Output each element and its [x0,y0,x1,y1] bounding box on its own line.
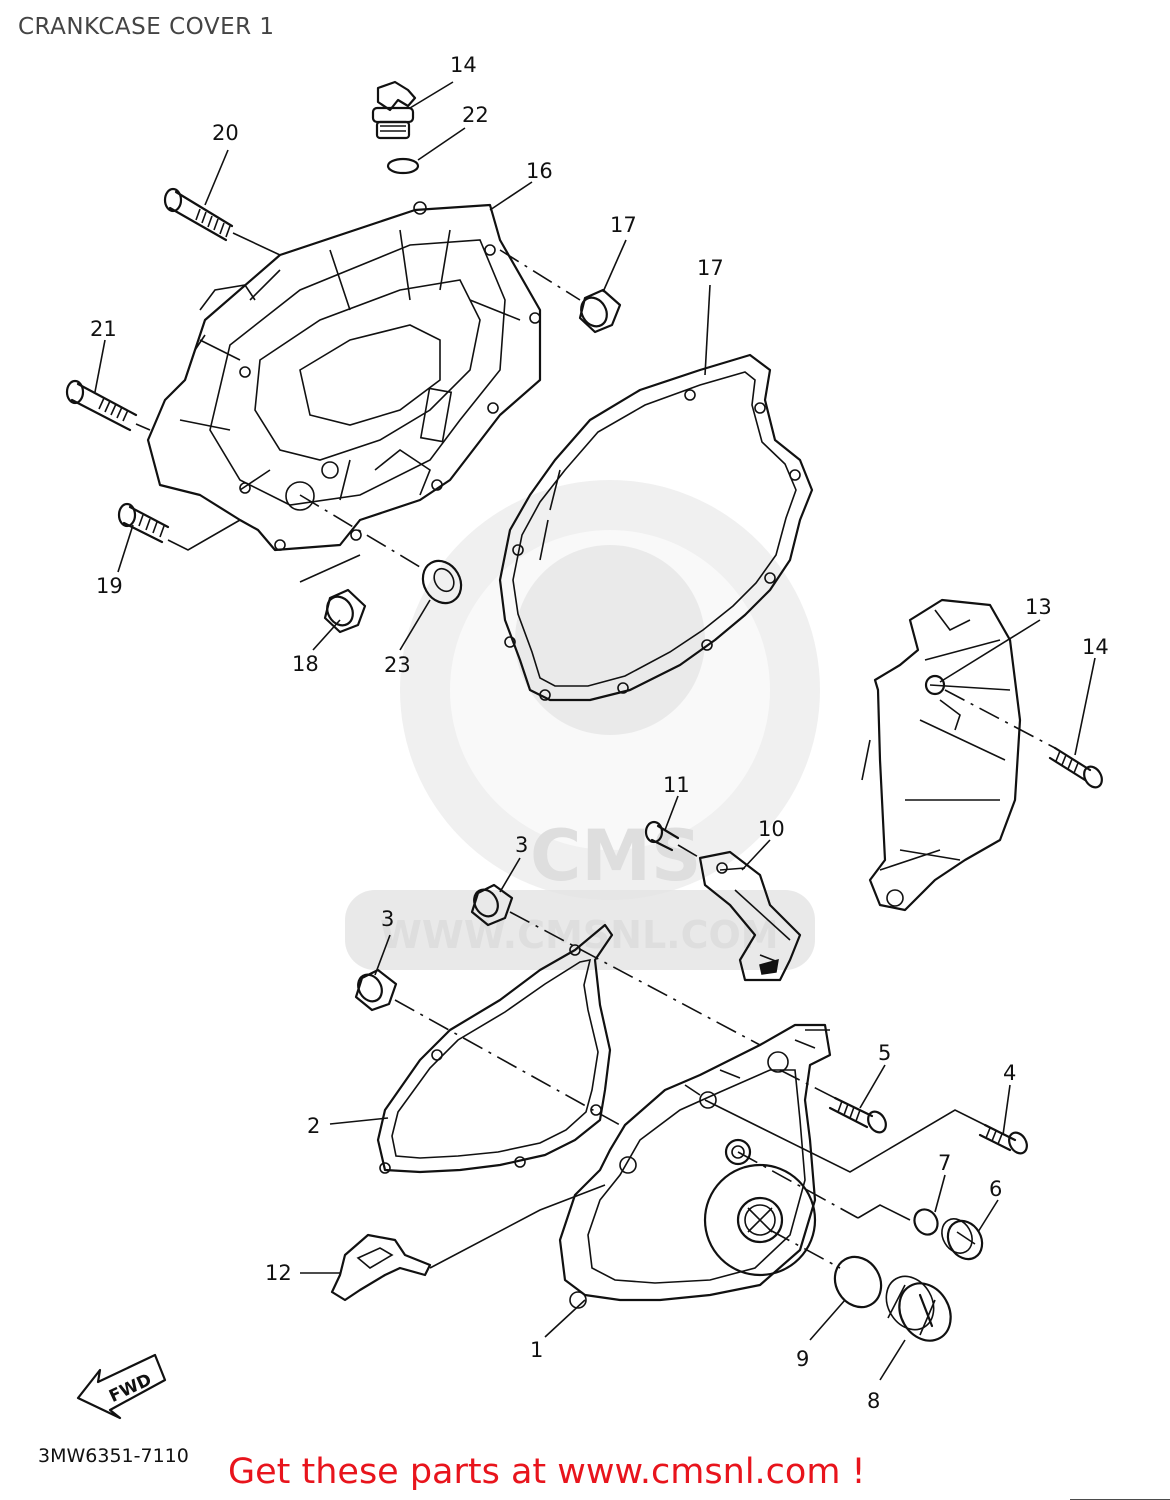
crankcase-cover-15 [146,201,542,552]
callout-8: 8 [867,1389,880,1413]
dowel-pin-3-lower [354,968,621,1126]
bolt-11 [644,820,701,859]
page-title: CRANKCASE COVER 1 [18,14,275,40]
dowel-pin-3-upper [470,883,761,1046]
buy-parts-banner[interactable]: Get these parts at www.cmsnl.com ! [228,1452,866,1492]
callout-5: 5 [878,1041,891,1065]
callout-3-lower: 3 [381,907,394,931]
diagram-code: 3MW6351-7110 [38,1445,189,1467]
callout-1: 1 [530,1338,543,1362]
bolt-5 [779,1069,887,1134]
cms-watermark: CMS WWW.CMSNL.COM [345,480,820,970]
dowel-pin-17-upper [499,249,622,334]
callout-16: 17 [697,256,724,280]
callout-3-upper: 3 [515,833,528,857]
bolt-20 [65,379,151,432]
callout-23: 23 [384,653,411,677]
callout-13: 13 [1025,595,1052,619]
callout-15: 16 [526,159,553,183]
bolt-18 [117,502,241,551]
bolt-14 [944,689,1103,789]
o-ring-9 [769,1229,883,1309]
oil-seal-23 [299,494,463,605]
callout-2: 2 [307,1114,320,1138]
bracket-12 [330,1184,606,1302]
callout-10: 10 [758,817,785,841]
callout-14: 14 [1082,635,1109,659]
callout-7: 7 [938,1151,951,1175]
forward-direction-arrow: FWD [76,1353,167,1420]
bolt-4 [704,1099,1028,1173]
oil-filler-cap-21 [371,80,417,140]
plug-8 [885,1275,952,1342]
callout-21: 14 [450,53,477,77]
callout-leader-lines [94,81,1170,1500]
callout-4: 4 [1003,1061,1016,1085]
gasket-2 [376,923,614,1174]
callout-12: 12 [265,1261,292,1285]
o-ring-22 [386,157,420,175]
callout-17-upper: 17 [610,213,637,237]
bolt-19 [163,187,281,256]
callout-18: 19 [96,574,123,598]
o-ring-7 [913,1208,939,1236]
sprocket-cover-13 [861,598,1022,912]
callout-numbers: 14 22 20 16 17 17 21 19 18 23 13 14 11 1… [90,53,1109,1413]
callout-19: 20 [212,121,239,145]
gasket-16 [498,353,814,702]
callout-9: 9 [796,1347,809,1371]
callout-6: 6 [989,1177,1002,1201]
bracket-plate-10 [698,850,802,982]
watermark-logo-text: CMS [530,815,701,897]
callout-20: 21 [90,317,117,341]
callout-22: 22 [462,103,489,127]
dowel-pin-17-lower [299,554,367,634]
crankcase-cover-1 [558,1023,832,1309]
callout-11: 11 [663,773,690,797]
callout-17-lower: 18 [292,652,319,676]
